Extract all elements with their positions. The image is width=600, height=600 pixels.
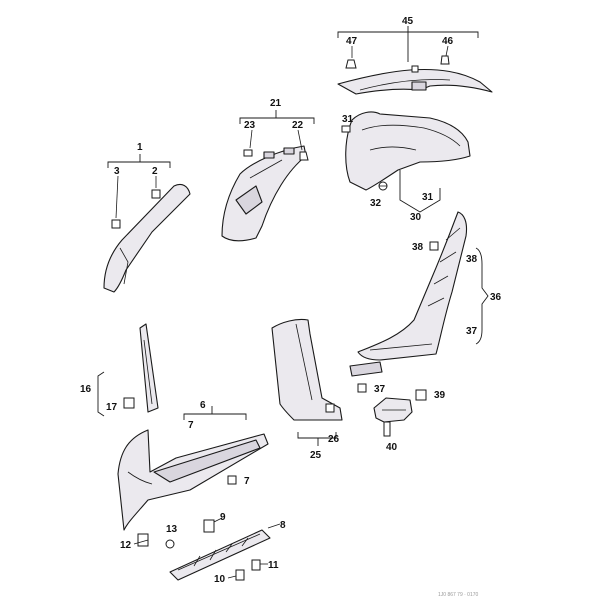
part-36-foot — [349, 361, 383, 377]
callout-6: 6 — [200, 400, 206, 411]
clip-9 — [203, 519, 215, 533]
callout-37b: 37 — [374, 384, 386, 395]
callout-40: 40 — [386, 442, 398, 453]
callout-8: 8 — [280, 520, 286, 531]
clip-10 — [235, 569, 245, 581]
bracket-21 — [239, 110, 315, 124]
callout-46: 46 — [442, 36, 454, 47]
clip-37 — [357, 383, 367, 393]
part-45-bracket — [411, 81, 427, 91]
part-8-retaining-strip — [169, 529, 271, 581]
clip-31 — [341, 125, 351, 133]
clip-12-13 — [137, 533, 175, 549]
callout-11: 11 — [268, 560, 279, 571]
callout-9: 9 — [220, 512, 226, 523]
callout-47: 47 — [346, 36, 358, 47]
callout-3: 3 — [114, 166, 120, 177]
callout-23: 23 — [244, 120, 256, 131]
bracket-36 — [475, 247, 489, 345]
clip-22 — [299, 151, 309, 161]
part-45-rear-upper-trim — [337, 69, 493, 95]
part-1-a-pillar-trim — [103, 183, 191, 293]
part-6-front-sill-trim — [117, 429, 269, 531]
bracket-30 — [399, 170, 441, 213]
callout-38b: 38 — [466, 254, 478, 265]
screw-32 — [378, 181, 388, 191]
callout-2: 2 — [152, 166, 158, 177]
clip-7 — [227, 475, 237, 485]
callout-12: 12 — [120, 540, 132, 551]
callout-31b: 31 — [422, 192, 434, 203]
callout-10: 10 — [214, 574, 226, 585]
callout-22: 22 — [292, 120, 304, 131]
part-30-c-pillar-trim — [345, 111, 471, 191]
part-16-a-pillar-lower-trim — [139, 323, 159, 413]
callout-16: 16 — [80, 384, 92, 395]
callout-32: 32 — [370, 198, 382, 209]
part-36-rear-pillar-trim — [349, 211, 468, 377]
bracket-part-40 — [373, 397, 413, 437]
clip-39 — [415, 389, 427, 401]
part-21-b-pillar-upper-trim — [221, 145, 307, 242]
bracket-6 — [183, 406, 247, 420]
callout-17: 17 — [106, 402, 118, 413]
clip-2 — [151, 189, 161, 199]
part-21-tab-left — [263, 151, 275, 159]
callout-25: 25 — [310, 450, 322, 461]
callout-39: 39 — [434, 390, 446, 401]
clip-11 — [251, 559, 261, 571]
footer-code: 1J0 867 79 · 0170 — [438, 592, 479, 598]
callout-7b: 7 — [244, 476, 250, 487]
clip-17 — [123, 397, 135, 409]
clip-23 — [243, 149, 253, 157]
callout-30: 30 — [410, 212, 422, 223]
part-21-tab-right — [283, 147, 295, 155]
part-25-b-pillar-lower-trim — [271, 318, 343, 421]
part-6-sill-strip — [153, 439, 261, 483]
callout-38a: 38 — [412, 242, 424, 253]
callout-13: 13 — [166, 524, 178, 535]
callout-31a: 31 — [342, 114, 354, 125]
callout-45: 45 — [402, 16, 414, 27]
callout-21: 21 — [270, 98, 282, 109]
clip-26 — [325, 403, 335, 413]
part-21-window — [235, 185, 263, 215]
bracket-16 — [97, 371, 105, 417]
clip-38 — [429, 241, 439, 251]
bracket-25 — [297, 432, 337, 446]
callout-7a: 7 — [188, 420, 194, 431]
clip-3 — [111, 219, 121, 229]
callout-26: 26 — [328, 434, 340, 445]
callout-1: 1 — [137, 142, 143, 153]
bracket-1 — [107, 154, 171, 168]
callout-36: 36 — [490, 292, 502, 303]
callout-37a: 37 — [466, 326, 478, 337]
clip-46 — [440, 55, 450, 65]
clip-47 — [345, 59, 419, 73]
bracket-45 — [337, 26, 479, 62]
